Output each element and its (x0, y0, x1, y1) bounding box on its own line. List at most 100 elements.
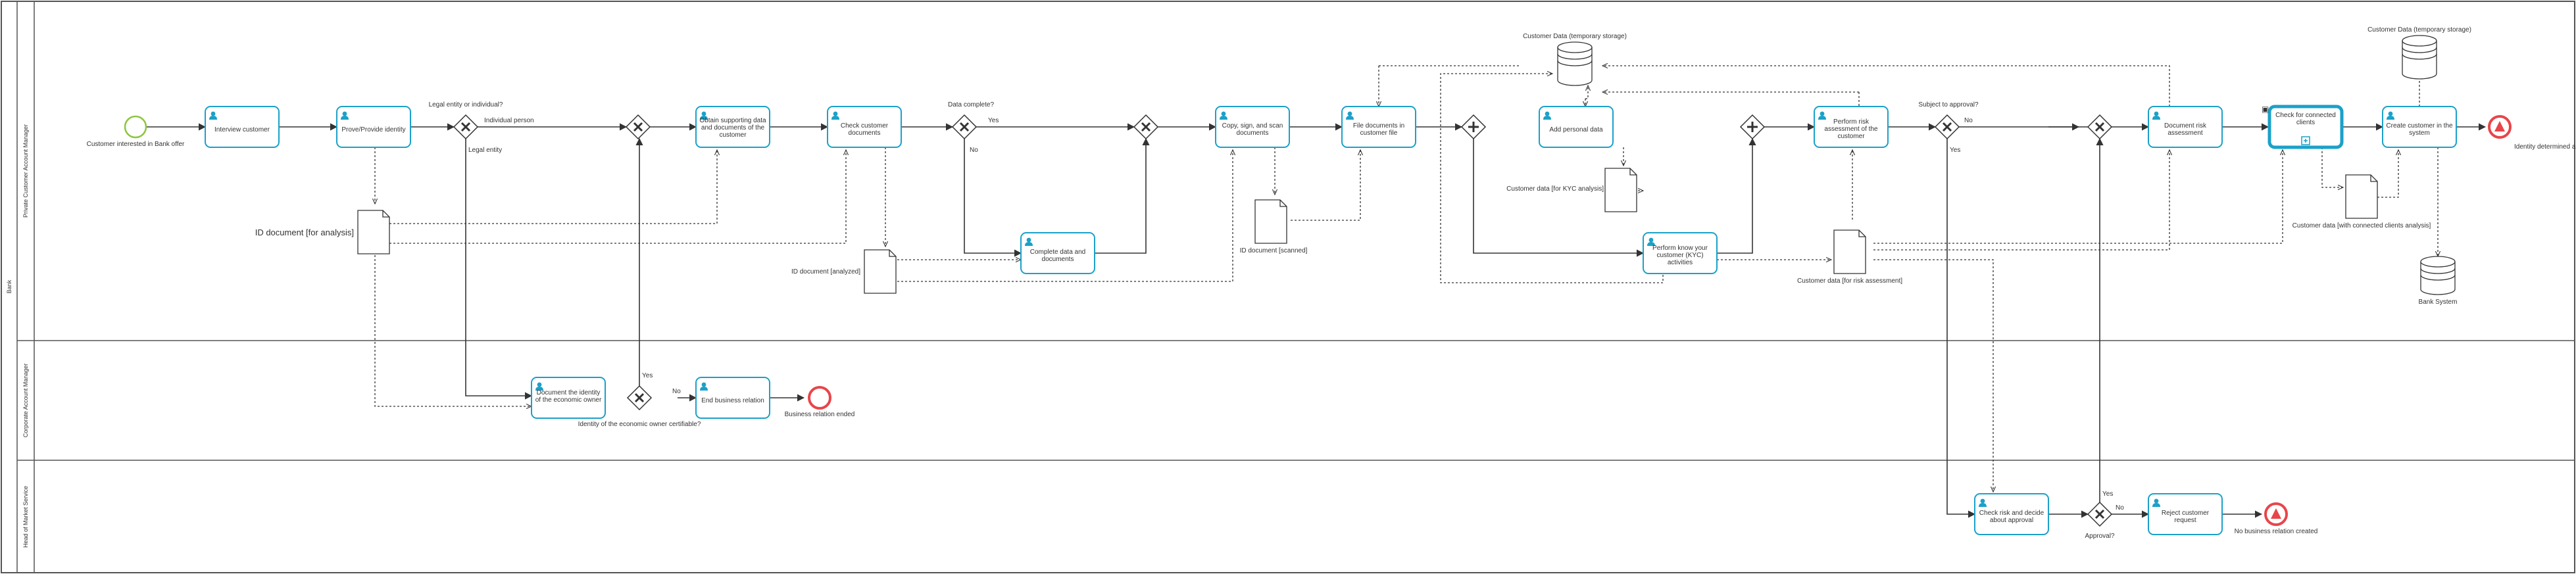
end-event-relation[interactable] (808, 386, 831, 410)
document-icon[interactable] (1254, 199, 1287, 244)
data-stores: Customer Data (temporary storage) Custom… (1523, 26, 2471, 306)
flow-label-no-cert: No (672, 388, 681, 395)
task-complete-data-documents[interactable]: Complete data and documents (1020, 232, 1095, 274)
flow-label-legal: Legal entity (468, 147, 502, 154)
gateway-merge-2[interactable] (1133, 114, 1159, 140)
flow-label-no-data: No (970, 147, 978, 154)
task-label: File documents in customer file (1352, 122, 1405, 137)
task-end-business-relation[interactable]: End business relation (695, 377, 770, 419)
gateways: Legal entity or individual? Data complet… (429, 101, 2115, 540)
gateway-parallel-join[interactable] (1739, 114, 1766, 140)
lane-name-ccam: Corporate Account Manager (22, 364, 29, 438)
task-prove-identity[interactable]: Prove/Provide identity (336, 106, 411, 148)
end-event-none[interactable] (2264, 502, 2288, 526)
task-label: Check risk and decide about approval (1979, 510, 2044, 524)
document-icon[interactable] (357, 210, 390, 254)
document-label-risk: Customer data [for risk assessment] (1797, 277, 1902, 285)
gateway-approval-label: Approval? (2085, 533, 2114, 540)
task-label: Create customer in the system (2386, 122, 2453, 137)
pool-name: Bank (6, 279, 12, 293)
subprocess-marker-icon: ▣ (2262, 105, 2269, 114)
task-reject-request[interactable]: Reject customer request (2148, 493, 2223, 535)
flow-label-yes-subject: Yes (1950, 147, 1960, 154)
task-add-personal-data[interactable]: Add personal data (1539, 106, 1614, 148)
store-label-temp-1: Customer Data (temporary storage) (1523, 33, 1627, 40)
task-kyc-activities[interactable]: Perform know your customer (KYC) activit… (1643, 232, 1718, 274)
task-label: Perform risk assessment of the customer (1824, 118, 1878, 140)
store-label-temp-2: Customer Data (temporary storage) (2367, 26, 2471, 34)
gateway-certifiable-label-1: Identity of the economic owner certifiab… (578, 421, 701, 428)
flow-label-yes-approval: Yes (2102, 490, 2113, 498)
task-check-connected-clients[interactable]: ▣ Check for connected clients (2262, 105, 2344, 149)
task-interview-customer[interactable]: Interview customer (205, 106, 280, 148)
flow-label-no-subject: No (1964, 117, 1973, 124)
task-label: Document the identity of the economic ow… (535, 389, 602, 404)
task-label: Copy, sign, and scan documents (1222, 122, 1283, 137)
document-label-id-scanned: ID document [scanned] (1240, 247, 1308, 254)
document-icon[interactable] (1604, 168, 1637, 212)
task-label: Reject customer request (2161, 510, 2210, 524)
events: Customer interested in Bank offer Identi… (87, 115, 2576, 535)
database-icon[interactable] (2420, 256, 2456, 295)
store-label-bank: Bank System (2419, 299, 2458, 306)
task-risk-assessment[interactable]: Perform risk assessment of the customer (1814, 106, 1889, 148)
gateway-certifiable[interactable] (626, 385, 653, 411)
task-label: Prove/Provide identity (341, 126, 405, 133)
flow-label-yes-cert: Yes (642, 372, 653, 379)
flow-label-no-approval: No (2116, 504, 2124, 512)
document-label-id-analysis: ID document [for analysis] (255, 227, 354, 237)
database-icon[interactable] (1557, 41, 1593, 86)
tasks: Interview customer Prove/Provide identit… (205, 105, 2457, 535)
gateway-approval[interactable] (2087, 501, 2113, 527)
document-icon[interactable] (864, 249, 897, 294)
gateway-legal-label: Legal entity or individual? (429, 101, 503, 108)
flow-labels: Individual person Legal entity Yes No No… (468, 117, 2124, 512)
end-event-relation-label: Business relation ended (785, 411, 855, 418)
document-label-kyc: Customer data [for KYC analysis] (1506, 185, 1604, 193)
document-label-id-analyzed: ID document [analyzed] (791, 268, 860, 275)
end-event-created[interactable] (2488, 115, 2512, 139)
sequence-flows (146, 123, 2487, 518)
task-document-risk[interactable]: Document risk assessment (2148, 106, 2223, 148)
task-document-economic-owner[interactable]: Document the identity of the economic ow… (531, 377, 606, 419)
gateway-merge-1[interactable] (625, 114, 651, 140)
gateway-subject[interactable] (1934, 114, 1960, 140)
database-icon[interactable] (2402, 35, 2437, 80)
data-objects: ID document [for analysis] ID document [… (255, 168, 2431, 294)
gateway-subject-label: Subject to approval? (1918, 101, 1979, 108)
task-label: Check for connected clients (2275, 112, 2336, 126)
lane-name-pcam: Private Customer Account Manager (22, 124, 29, 218)
task-label: Check customer documents (840, 122, 889, 137)
start-event-label: Customer interested in Bank offer (87, 141, 185, 148)
gateway-legal[interactable] (453, 114, 479, 140)
task-label: End business relation (701, 397, 764, 404)
start-event[interactable] (124, 115, 147, 139)
end-event-created-label: Identity determined and new customer cre… (2514, 143, 2576, 151)
task-file-documents[interactable]: File documents in customer file (1341, 106, 1416, 148)
flow-label-yes-data: Yes (988, 117, 999, 124)
task-label: Perform know your customer (KYC) activit… (1652, 245, 1708, 266)
flow-label-individual: Individual person (484, 117, 534, 124)
task-label: Complete data and documents (1029, 249, 1086, 263)
task-obtain-supporting-data[interactable]: Obtain supporting data and documents of … (695, 106, 770, 148)
gateway-data-label: Data complete? (948, 101, 994, 108)
task-check-risk-approval[interactable]: Check risk and decide about approval (1974, 493, 2049, 535)
gateway-data[interactable] (951, 114, 978, 140)
task-check-customer-documents[interactable]: Check customer documents (827, 106, 902, 148)
task-label: Document risk assessment (2164, 122, 2206, 137)
document-icon[interactable] (2345, 174, 2378, 219)
end-event-none-label: No business relation created (2235, 528, 2318, 535)
task-label: Interview customer (214, 126, 270, 133)
document-label-connected: Customer data [with connected clients an… (2292, 222, 2431, 229)
task-create-customer[interactable]: Create customer in the system (2382, 106, 2457, 148)
lane-name-homs: Head of Market Service (22, 486, 29, 548)
gateway-parallel-split[interactable] (1460, 114, 1487, 140)
gateway-merge-3[interactable] (2087, 114, 2113, 140)
task-copy-sign-scan[interactable]: Copy, sign, and scan documents (1215, 106, 1290, 148)
task-label: Add personal data (1549, 126, 1603, 133)
document-icon[interactable] (1833, 229, 1866, 274)
task-label: Obtain supporting data and documents of … (699, 117, 766, 139)
data-associations (375, 66, 2438, 492)
